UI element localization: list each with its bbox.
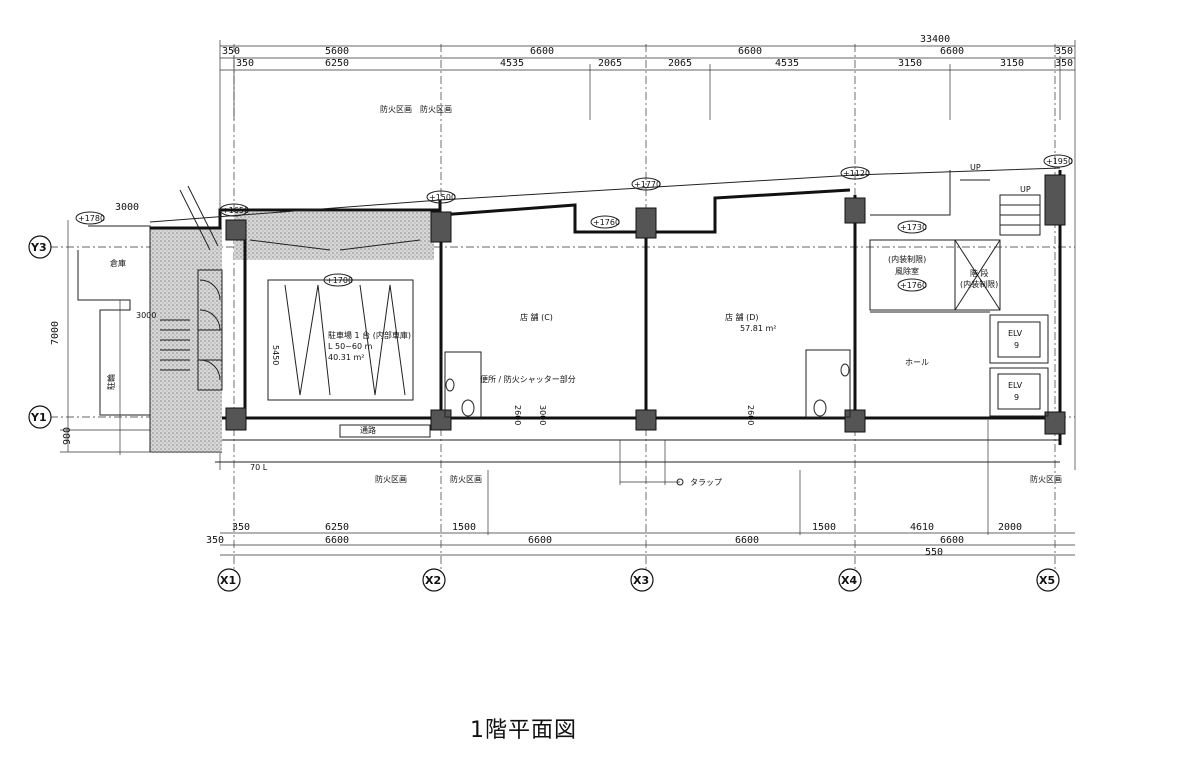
axis-x3: X3 — [630, 568, 654, 592]
drawing-caption: 1階平面図 — [470, 718, 577, 743]
svg-text:+1700: +1700 — [326, 276, 353, 285]
dim-2600b: 2600 — [746, 405, 755, 425]
axis-x1: X1 — [217, 568, 241, 592]
dim-top-3: 6600 — [530, 46, 554, 57]
parking-bay — [249, 239, 421, 401]
up-label-2: UP — [1020, 185, 1031, 194]
dim-bot2-1: 350 — [206, 535, 224, 546]
axis-x2: X2 — [422, 568, 446, 592]
dim-top-5: 6600 — [940, 46, 964, 57]
dim-bot2-2: 6600 — [325, 535, 349, 546]
svg-text:X2: X2 — [425, 574, 441, 587]
dim-top-1: 350 — [222, 46, 240, 57]
dim-top2-4: 2065 — [598, 58, 622, 69]
dim-top2-1: 350 — [236, 58, 254, 69]
axis-x4: X4 — [838, 568, 862, 592]
svg-text:+1500: +1500 — [429, 193, 456, 202]
dim-left-7000: 7000 — [50, 321, 61, 345]
svg-text:+1760: +1760 — [593, 218, 620, 227]
room-top-label: (内装制限) — [888, 254, 926, 264]
up-label-1: UP — [970, 163, 981, 172]
elv-1-no: 9 — [1014, 341, 1019, 350]
svg-text:+1120: +1120 — [843, 169, 870, 178]
beam-top-2: 防火区画 — [420, 104, 452, 114]
dim-left-900: 900 — [62, 427, 73, 445]
dim-3000: 3000 — [538, 405, 547, 425]
beam-bot-2: 防火区画 — [450, 474, 482, 484]
svg-text:X3: X3 — [633, 574, 649, 587]
room-stair-2: (内装制限) — [960, 279, 998, 289]
dim-5450: 5450 — [271, 345, 280, 365]
room-shop-d: 店 舗 (D) — [725, 312, 759, 322]
dim-bot-6: 2000 — [998, 522, 1022, 533]
elv-1-label: ELV — [1008, 329, 1023, 338]
dim-bot-4: 1500 — [812, 522, 836, 533]
right-core — [869, 170, 1049, 417]
beam-right: 防火区画 — [1030, 474, 1062, 484]
room-top-label-2: 風除室 — [895, 266, 919, 276]
bottom-dimension-lines — [220, 420, 1075, 556]
svg-text:X4: X4 — [841, 574, 857, 587]
dim-3000b: 3000 — [136, 311, 156, 320]
room-corridor: 通路 — [360, 425, 376, 435]
svg-text:+1770: +1770 — [634, 180, 661, 189]
dim-top2-8: 3150 — [1000, 58, 1024, 69]
svg-text:+1780: +1780 — [78, 214, 105, 223]
dim-bot2-6: 550 — [925, 547, 943, 558]
dim-top2-9: 350 — [1055, 58, 1073, 69]
dim-left-3000: 3000 — [115, 202, 139, 213]
beam-bot-1: 防火区画 — [375, 474, 407, 484]
room-shop-d-area: 57.81 m² — [740, 324, 776, 333]
svg-text:+1760: +1760 — [900, 281, 927, 290]
svg-text:Y1: Y1 — [30, 411, 47, 424]
dim-bot-1: 350 — [232, 522, 250, 533]
dim-top2-3: 4535 — [500, 58, 524, 69]
toilet-note: 便所 / 防火シャッター部分 — [480, 374, 576, 384]
dim-top-6: 350 — [1055, 46, 1073, 57]
svg-text:+1650: +1650 — [222, 206, 249, 215]
axis-y3: Y3 — [28, 235, 52, 259]
room-hall: ホール — [905, 358, 929, 367]
exterior-walls — [149, 167, 1062, 463]
room-shop-c: 店 舗 (C) — [520, 312, 553, 322]
elv-2-no: 9 — [1014, 393, 1019, 402]
beam-top-1: 防火区画 — [380, 104, 412, 114]
dim-bot2-3: 6600 — [528, 535, 552, 546]
axis-x5: X5 — [1036, 568, 1060, 592]
room-parking-size: L 50~60 m — [328, 342, 373, 351]
level-markers: +1780 +1650 +1500 +1770 +1760 +1120 +173… — [75, 154, 1073, 292]
dim-bot-3: 1500 — [452, 522, 476, 533]
left-annex — [60, 185, 434, 455]
room-storage: 倉庫 — [110, 258, 126, 268]
room-parking-area: 40.31 m² — [328, 353, 364, 362]
dim-bot-5: 4610 — [910, 522, 934, 533]
room-parking-label: 駐車場 1 台 (内部車庫) — [328, 330, 411, 340]
dim-top-2: 5600 — [325, 46, 349, 57]
elv-2-label: ELV — [1008, 381, 1023, 390]
dim-70: 70 L — [250, 463, 268, 472]
fixtures — [339, 349, 851, 486]
dim-top2-2: 6250 — [325, 58, 349, 69]
svg-text:X5: X5 — [1039, 574, 1055, 587]
dim-top2-6: 4535 — [775, 58, 799, 69]
axis-y1: Y1 — [28, 405, 52, 429]
bench-label: 駐輪 — [106, 374, 116, 390]
drop-label: タラップ — [690, 478, 722, 487]
svg-text:X1: X1 — [220, 574, 236, 587]
dim-overall: 33400 — [920, 34, 950, 45]
svg-text:+1730: +1730 — [900, 223, 927, 232]
dim-top2-7: 3150 — [898, 58, 922, 69]
dim-2600a: 2600 — [513, 405, 522, 425]
svg-text:+1950: +1950 — [1046, 157, 1073, 166]
dim-bot-2: 6250 — [325, 522, 349, 533]
svg-text:Y3: Y3 — [30, 241, 47, 254]
dim-bot2-5: 6600 — [940, 535, 964, 546]
room-stair: 階 段 — [970, 268, 989, 278]
dim-top-4: 6600 — [738, 46, 762, 57]
dim-top2-5: 2065 — [668, 58, 692, 69]
dim-bot2-4: 6600 — [735, 535, 759, 546]
